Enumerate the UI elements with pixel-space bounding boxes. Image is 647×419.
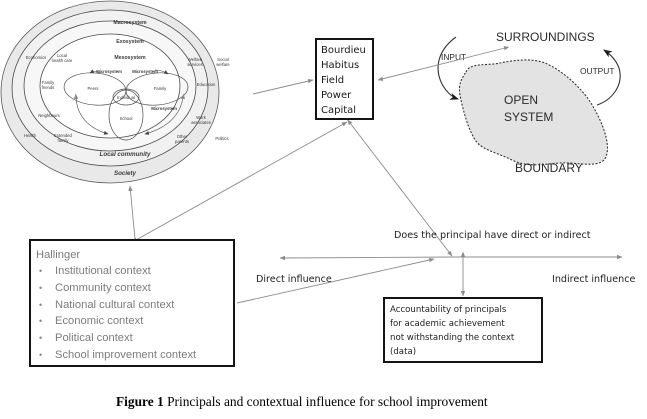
hallinger-item-community: • Community context xyxy=(36,280,233,297)
hallinger-item-label: Political context xyxy=(55,332,133,345)
open-system-diagram: SURROUNDINGS INPUT OUTPUT OPEN SYSTEM BO… xyxy=(437,30,621,175)
other-parents-label: Other parents xyxy=(175,134,189,144)
exosystem-label: Exosystem xyxy=(116,39,144,45)
microsystem-label-left: Microsystem xyxy=(96,69,122,74)
accountability-line: (data) xyxy=(390,347,417,357)
connector-bourdieu-to-axis xyxy=(347,119,453,257)
individual-label: Individual xyxy=(117,95,135,100)
hallinger-item-economic: • Economic context xyxy=(36,313,233,330)
bullet-icon: • xyxy=(39,266,43,276)
output-label: OUTPUT xyxy=(580,66,614,76)
hallinger-item-label: Community context xyxy=(55,281,151,294)
svg-text:associates: associates xyxy=(191,120,211,125)
hallinger-item-institutional: • Institutional context xyxy=(36,263,233,280)
economics-label: Economics xyxy=(26,55,46,60)
neighbours-label: Neighbours xyxy=(38,113,59,118)
accountability-line: not withstanding the context xyxy=(390,333,515,343)
svg-text:health care: health care xyxy=(52,58,73,63)
connector-hallinger-to-axis xyxy=(236,257,435,304)
bullet-icon: • xyxy=(39,349,43,360)
connector-lines xyxy=(128,46,623,304)
bourdieu-habitus: Habitus xyxy=(321,60,360,71)
accountability-line: for academic achievement xyxy=(390,319,505,329)
connector-opensystem-to-bourdieu xyxy=(377,46,510,81)
accountability-line: Accountability of principals xyxy=(390,305,507,315)
microsystem-label-lower: Microsystem xyxy=(151,106,177,111)
svg-text:Work: Work xyxy=(196,115,207,120)
politics-label: Politics xyxy=(215,136,228,141)
svg-text:welfare: welfare xyxy=(216,62,230,67)
svg-text:family: family xyxy=(58,138,70,143)
figure-number: Figure 1 xyxy=(116,394,164,409)
bourdieu-title: Bourdieu xyxy=(321,45,366,56)
society-label: Society xyxy=(114,170,137,177)
welfare-services-label: Welfare services xyxy=(187,57,203,67)
bullet-icon: • xyxy=(39,282,43,293)
svg-text:services: services xyxy=(187,62,202,67)
connector-ecomodel-to-bourdieu xyxy=(252,78,314,95)
bourdieu-field: Field xyxy=(321,75,345,86)
influence-question: Does the principal have direct or indire… xyxy=(394,230,591,241)
svg-text:Family: Family xyxy=(42,80,55,85)
family-friends-label: Family friends xyxy=(42,80,55,90)
direct-influence-label: Direct influence xyxy=(256,274,332,285)
hallinger-item-label: Institutional context xyxy=(55,265,151,277)
macrosystem-label: Macrosystem xyxy=(113,20,147,26)
svg-text:Welfare: Welfare xyxy=(188,57,203,62)
open-system-blob xyxy=(458,59,608,166)
svg-text:friends: friends xyxy=(42,85,55,90)
bullet-icon: • xyxy=(39,333,43,344)
individual-ellipse xyxy=(112,88,140,106)
svg-text:Social: Social xyxy=(217,57,228,62)
school-ellipse xyxy=(108,89,144,141)
open-label: OPEN xyxy=(504,93,538,107)
svg-text:Extended: Extended xyxy=(54,133,72,138)
social-welfare-label: Social welfare xyxy=(216,57,230,67)
hallinger-box: Hallinger • Institutional context • Commun… xyxy=(29,239,235,367)
indirect-influence-label: Indirect influence xyxy=(552,274,636,285)
microsystem-arrow-right xyxy=(154,69,169,75)
figure-caption-text: Principals and contextual influence for … xyxy=(163,394,488,409)
svg-text:parents: parents xyxy=(175,139,189,144)
boundary-label: BOUNDARY xyxy=(515,161,583,175)
school-label: School xyxy=(120,116,133,121)
accountability-box: Accountability of principals for academi… xyxy=(383,297,543,363)
bullet-icon: • xyxy=(39,299,43,310)
extended-family-label: Extended family xyxy=(54,133,72,143)
hallinger-item-school-improvement: • School improvement context xyxy=(36,347,233,364)
bourdieu-box: Bourdieu Habitus Field Power Capital xyxy=(315,38,374,120)
hallinger-title: Hallinger xyxy=(36,249,81,261)
bourdieu-power: Power xyxy=(321,90,352,101)
hallinger-item-label: School improvement context xyxy=(55,348,197,361)
hallinger-context-list: • Institutional context • Community contex… xyxy=(36,263,233,364)
microsystem-arrow-left xyxy=(89,69,101,74)
local-community-label: Local community xyxy=(100,151,151,158)
health-label: Health xyxy=(24,133,37,138)
family-label: Family xyxy=(154,86,167,91)
figure-caption: Figure 1 Principals and contextual influ… xyxy=(116,394,488,410)
peers-label: Peers xyxy=(88,86,99,91)
system-label: SYSTEM xyxy=(504,110,553,124)
education-label: Education xyxy=(197,82,216,87)
hallinger-item-label: National cultural context xyxy=(55,298,175,311)
connector-hallinger-to-ecomodel xyxy=(128,185,136,240)
microsystem-label-right: Microsystem xyxy=(132,69,158,74)
influence-axis-left xyxy=(279,255,456,261)
hallinger-item-political: • Political context xyxy=(36,330,233,347)
hallinger-item-label: Economic context xyxy=(55,315,144,328)
microsystem-arrow-lower-left xyxy=(73,93,109,135)
bullet-icon: • xyxy=(39,316,43,327)
ecological-systems-model: Macrosystem Exosystem Mesosystem Local c… xyxy=(0,0,230,184)
hallinger-item-national-cultural: • National cultural context xyxy=(36,297,233,314)
local-health-care-label: Local health care xyxy=(52,53,73,63)
input-arrow xyxy=(437,36,459,100)
connector-hallinger-to-bourdieu xyxy=(132,121,348,243)
mesosystem-label: Mesosystem xyxy=(114,55,146,61)
output-arrow xyxy=(596,49,621,106)
svg-text:Local: Local xyxy=(57,53,67,58)
surroundings-label: SURROUNDINGS xyxy=(496,30,595,44)
bourdieu-capital: Capital xyxy=(321,105,357,116)
